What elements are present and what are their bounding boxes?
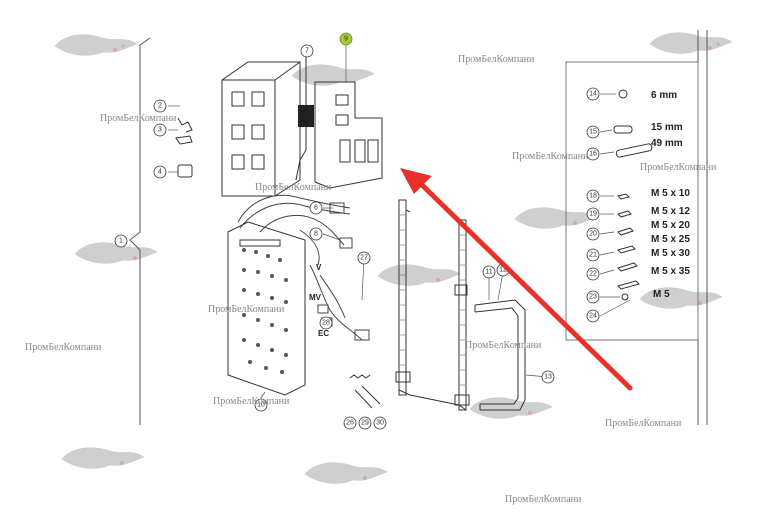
callout-2-label: 2 [158, 103, 162, 110]
size-label-m5x35: M 5 x 35 [651, 266, 690, 277]
callout-29-label: 29 [361, 420, 369, 427]
callout-14: 14 [586, 87, 600, 101]
callout-7-label: 7 [305, 48, 309, 55]
callout-1-label: 1 [119, 238, 123, 245]
watermark-text-2: ПромБелКомпани [100, 113, 177, 124]
size-label-m5x25: M 5 x 25 [651, 234, 690, 245]
callout-4-label: 4 [158, 169, 162, 176]
watermark-text-11: ПромБелКомпани [505, 494, 582, 505]
label-ec: EC [318, 329, 329, 338]
size-label-15mm: 15 mm [651, 122, 683, 133]
callout-20: 20 [586, 227, 600, 241]
callout-19: 19 [586, 207, 600, 221]
callout-29: 29 [358, 416, 372, 430]
callout-18-label: 18 [589, 193, 597, 200]
callout-28: 28 [319, 316, 333, 330]
callout-9-label: 9 [344, 36, 348, 43]
callout-8-label: 8 [314, 231, 318, 238]
callout-24-label: 24 [589, 313, 597, 320]
watermark-text-1: ПромБелКомпани [458, 54, 535, 65]
callout-4: 4 [153, 165, 167, 179]
watermark-logos [54, 32, 733, 484]
hardware-illustrations [613, 89, 653, 301]
watermark-text-8: ПромБелКомпани [465, 340, 542, 351]
watermark-text-5: ПромБелКомпани [255, 182, 332, 193]
callout-27-label: 27 [360, 255, 368, 262]
callout-15: 15 [586, 125, 600, 139]
callout-3: 3 [153, 123, 167, 137]
callout-2: 2 [153, 99, 167, 113]
callout-6-label: 6 [314, 205, 318, 212]
watermark-text-3: ПромБелКомпани [512, 151, 589, 162]
callout-28-label: 28 [322, 320, 330, 327]
callout-12-label: 12 [499, 267, 507, 274]
callout-23-label: 23 [589, 294, 597, 301]
upper-chassis-frame [221, 61, 301, 197]
callout-16: 16 [586, 147, 600, 161]
callout-26-label: 26 [346, 420, 354, 427]
callout-7: 7 [300, 44, 314, 58]
watermark-text-6: ПромБелКомпани [208, 304, 285, 315]
size-label-m5x10: M 5 x 10 [651, 188, 690, 199]
callout-8: 8 [309, 227, 323, 241]
upper-circuit-board [314, 81, 383, 189]
size-label-49mm: 49 mm [651, 138, 683, 149]
callout-6: 6 [309, 201, 323, 215]
watermark-text-9: ПромБелКомпани [213, 396, 290, 407]
clip-part [177, 164, 193, 178]
callout-11-label: 11 [485, 269, 492, 276]
watermark-text-4: ПромБелКомпани [640, 162, 717, 173]
callout-22-label: 22 [589, 271, 597, 278]
frame-lines [129, 30, 708, 425]
callout-30-label: 30 [376, 420, 384, 427]
callout-26: 26 [343, 416, 357, 430]
callout-21: 21 [586, 248, 600, 262]
callout-19-label: 19 [589, 211, 597, 218]
leader-lines [168, 45, 631, 399]
callout-10-label: 10 [257, 402, 265, 409]
callout-16-label: 16 [589, 151, 597, 158]
watermark-text-10: ПромБелКомпани [605, 418, 682, 429]
callout-24: 24 [586, 309, 600, 323]
relay-component [295, 55, 314, 181]
spring-parts [349, 374, 381, 409]
callout-23: 23 [586, 290, 600, 304]
callout-10: 10 [254, 398, 268, 412]
callout-21-label: 21 [589, 252, 597, 259]
callout-11: 11 [482, 265, 496, 279]
callout-22: 22 [586, 267, 600, 281]
callout-3-label: 3 [158, 127, 162, 134]
watermark-text-7: ПромБелКомпани [25, 342, 102, 353]
wiring-harness [237, 194, 370, 341]
size-label-m5x30: M 5 x 30 [651, 248, 690, 259]
callout-18: 18 [586, 189, 600, 203]
size-label-6mm: 6 mm [651, 90, 677, 101]
small-bracket [175, 117, 193, 145]
size-label-m5x20: M 5 x 20 [651, 220, 690, 231]
callout-13: 13 [541, 370, 555, 384]
callout-9: 9 [339, 32, 353, 46]
callout-15-label: 15 [589, 129, 597, 136]
callout-14-label: 14 [589, 91, 597, 98]
callout-30: 30 [373, 416, 387, 430]
size-label-m5x12: M 5 x 12 [651, 206, 690, 217]
callout-1: 1 [114, 234, 128, 248]
main-circuit-board [227, 221, 306, 396]
rail-frame [395, 199, 470, 411]
label-mv: MV [309, 293, 322, 302]
size-label-m5: M 5 [653, 289, 670, 300]
callout-20-label: 20 [589, 231, 597, 238]
red-arrow [400, 168, 633, 391]
callout-13-label: 13 [544, 374, 552, 381]
u-bracket [474, 299, 526, 411]
callout-27: 27 [357, 251, 371, 265]
label-v: V [316, 263, 322, 272]
